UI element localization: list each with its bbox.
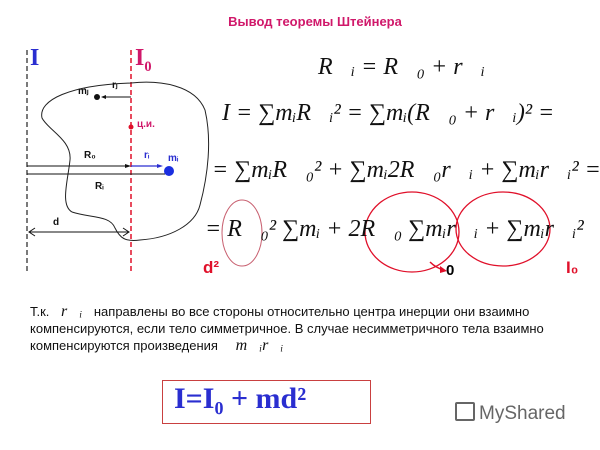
ri-arrowhead xyxy=(157,164,163,168)
ri-label: rᵢ xyxy=(144,150,150,161)
center-label: ц.и. xyxy=(137,119,155,130)
center-of-inertia-dot xyxy=(128,124,134,130)
axis-I-label: I xyxy=(30,45,40,71)
slide-title: Вывод теоремы Штейнера xyxy=(228,14,402,29)
axis-I0-label: I0 xyxy=(135,45,152,75)
R0-arrowhead xyxy=(125,164,131,168)
ellipse-R0-squared xyxy=(221,199,263,267)
mass-j-dot xyxy=(94,94,100,100)
prefix-text: Т.к. xyxy=(30,304,50,319)
body-outline xyxy=(41,81,210,241)
equation-radius: R⃗ᵢ = R⃗₀ + r⃗ᵢ xyxy=(318,54,485,80)
mass-i-dot xyxy=(164,166,174,176)
explanation-text: Т.к. r⃗ᵢ направлены во все стороны относ… xyxy=(30,303,550,354)
ellipse-sum-mr2 xyxy=(455,191,551,267)
explanation-body: направлены во все стороны относительно ц… xyxy=(30,304,544,353)
watermark: MyShared xyxy=(455,402,566,425)
d-arrowhead-right xyxy=(122,227,130,237)
R0-label: R₀ xyxy=(84,150,96,161)
I0-note: I₀ xyxy=(566,258,579,277)
mass-i-label: mᵢ xyxy=(168,153,179,164)
equation-line-1: I = ∑mᵢR⃗ᵢ² = ∑mᵢ(R⃗₀ + r⃗ᵢ)² = xyxy=(222,100,555,126)
equation-line-2: = ∑mᵢR⃗₀² + ∑mᵢ2R⃗₀r⃗ᵢ + ∑mᵢr⃗ᵢ² = xyxy=(212,157,600,183)
watermark-text: MyShared xyxy=(479,403,566,424)
Ri-label: Rᵢ xyxy=(95,181,104,192)
equation-line-3: = R⃗₀² ∑mᵢ + 2R⃗₀ ∑mᵢr⃗ᵢ + ∑mᵢr⃗ᵢ² xyxy=(205,216,584,242)
mass-j-label: mⱼ xyxy=(78,86,89,97)
zero-note: 0 xyxy=(446,262,455,279)
d-label: d xyxy=(53,217,60,228)
product-mr: m⃗ᵢr⃗ᵢ xyxy=(235,337,284,354)
zero-arrowhead xyxy=(440,266,447,273)
rj-arrowhead xyxy=(101,95,106,99)
d-arrowhead-left xyxy=(28,227,36,237)
steiner-formula: I=I₀ + md² xyxy=(174,382,307,415)
ellipse-sum-mr xyxy=(364,191,460,273)
rj-label: rⱼ xyxy=(112,80,118,91)
d-squared-note: d² xyxy=(203,258,220,277)
result-box xyxy=(162,380,371,424)
presentation-icon xyxy=(455,402,475,421)
vector-ri: r⃗ᵢ xyxy=(61,303,83,320)
